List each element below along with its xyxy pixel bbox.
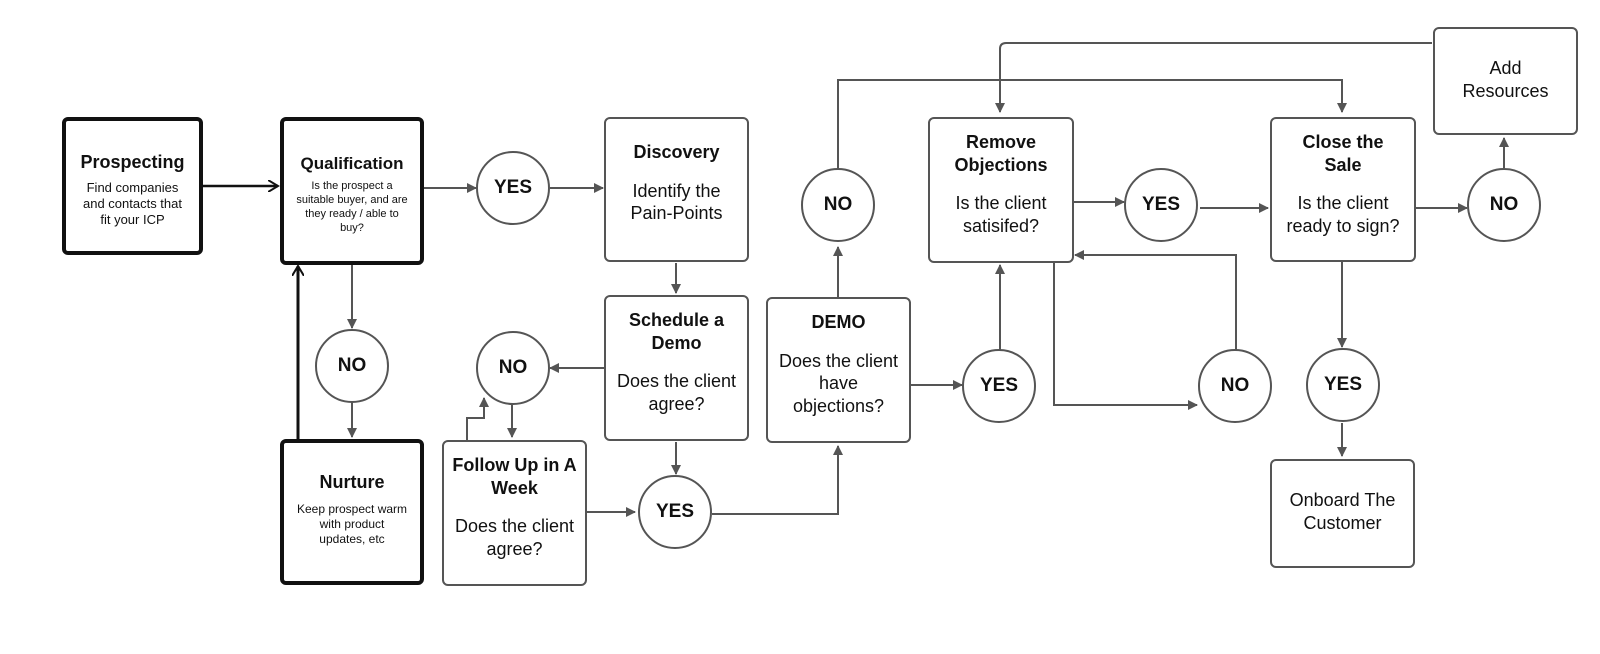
prospecting-title: Prospecting <box>80 152 185 172</box>
schedule-no-circle[interactable]: NO <box>476 331 550 405</box>
nurture-description: Keep prospect warm with product updates,… <box>296 501 408 546</box>
schedule-demo-box[interactable]: Schedule a Demo Does the client agree? <box>604 295 749 441</box>
onboard-box[interactable]: Onboard The Customer <box>1270 459 1415 568</box>
connector-no-remove-return <box>1074 250 1237 352</box>
qualification-box[interactable]: Qualification Is the prospect a suitable… <box>280 117 424 265</box>
remove-no-circle[interactable]: NO <box>1198 349 1272 423</box>
remove-objections-title: Remove Objections <box>954 132 1048 175</box>
demo-no-circle[interactable]: NO <box>801 168 875 242</box>
discovery-title: Discovery <box>633 142 720 162</box>
remove-objections-description: Is the client satisifed? <box>955 193 1047 236</box>
close-yes-circle[interactable]: YES <box>1306 348 1380 422</box>
demo-title: DEMO <box>811 312 866 332</box>
qualification-title: Qualification <box>300 154 404 173</box>
remove-yes-circle[interactable]: YES <box>1124 168 1198 242</box>
connector-followup-no-loop <box>466 397 489 440</box>
add-resources-label: Add Resources <box>1462 58 1549 101</box>
add-resources-box[interactable]: Add Resources <box>1433 27 1578 135</box>
close-sale-description: Is the client ready to sign? <box>1286 193 1400 236</box>
qualification-no-circle[interactable]: NO <box>315 329 389 403</box>
schedule-demo-title: Schedule a Demo <box>628 310 725 353</box>
connector-no-close-top <box>837 79 1347 170</box>
connector-addresources-remove <box>995 42 1432 113</box>
connector-remove-no <box>1053 263 1198 410</box>
discovery-box[interactable]: Discovery Identify the Pain-Points <box>604 117 749 262</box>
prospecting-box[interactable]: Prospecting Find companies and contacts … <box>62 117 203 255</box>
demo-yes-circle[interactable]: YES <box>962 349 1036 423</box>
connector-yes-demo <box>712 445 843 515</box>
follow-up-title: Follow Up in A Week <box>452 455 577 498</box>
demo-description: Does the client have objections? <box>778 350 899 416</box>
nurture-box[interactable]: Nurture Keep prospect warm with product … <box>280 439 424 585</box>
schedule-demo-description: Does the client agree? <box>616 371 737 414</box>
qualification-yes-circle[interactable]: YES <box>476 151 550 225</box>
demo-box[interactable]: DEMO Does the client have objections? <box>766 297 911 443</box>
onboard-label: Onboard The Customer <box>1289 490 1396 533</box>
nurture-title: Nurture <box>319 472 385 492</box>
follow-up-description: Does the client agree? <box>454 516 575 559</box>
follow-up-box[interactable]: Follow Up in A Week Does the client agre… <box>442 440 587 586</box>
prospecting-description: Find companies and contacts that fit you… <box>82 179 182 228</box>
close-sale-title: Close the Sale <box>1302 132 1384 175</box>
qualification-description: Is the prospect a suitable buyer, and ar… <box>296 180 408 234</box>
close-sale-box[interactable]: Close the Sale Is the client ready to si… <box>1270 117 1416 262</box>
discovery-description: Identify the Pain-Points <box>630 180 723 224</box>
remove-objections-box[interactable]: Remove Objections Is the client satisife… <box>928 117 1074 263</box>
close-no-circle[interactable]: NO <box>1467 168 1541 242</box>
follow-up-yes-circle[interactable]: YES <box>638 475 712 549</box>
